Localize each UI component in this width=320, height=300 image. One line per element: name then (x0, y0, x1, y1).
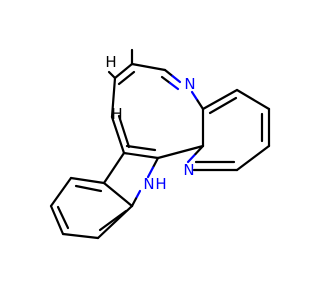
bond-nh-c14-b (130, 197, 138, 208)
atom-n-indole: N (143, 175, 154, 193)
bond-c13-c14 (102, 181, 134, 208)
bond-c6-c11 (156, 144, 205, 160)
bond-c3-c4 (130, 62, 167, 72)
bond-c2-c3 (113, 62, 134, 80)
bond-c1-c12-double (117, 114, 131, 149)
bond-c1-c2 (110, 76, 117, 119)
atom-n-pyridine: N (183, 161, 194, 179)
atom-h-indole: H (155, 175, 166, 193)
bond-c17-c18 (61, 232, 100, 240)
bond-c11-nh-a (151, 156, 160, 169)
atom-h-upper-left: H (111, 105, 122, 123)
bond-c2-h (107, 70, 117, 80)
bond-c2-c3-double (117, 70, 136, 86)
bond-c7-c8 (235, 88, 271, 111)
bond-n1-c5-a (190, 90, 199, 102)
bond-c5-c7 (201, 88, 239, 111)
bond-c11-nh-b (146, 166, 155, 179)
bond-c9-c10 (235, 144, 271, 172)
bond-c4-n1-double-a (160, 75, 172, 85)
bond-n2-c6-a (186, 152, 197, 164)
bond-c16-c17 (49, 204, 65, 236)
bond-c12-c13 (102, 151, 126, 185)
bond-c13-c15-double (74, 184, 103, 193)
bond-c4-n1-double-b (168, 81, 180, 91)
bond-c5-c7-double (208, 96, 238, 115)
bond-c11-c12-double (125, 144, 157, 152)
bond-c16-c17-double (56, 205, 70, 230)
bond-n1-c5-b (196, 99, 205, 111)
bond-c18-c14-double (98, 209, 128, 232)
bond-nh-c14-a (134, 189, 142, 200)
bond-c15-c16 (49, 176, 73, 208)
bond-c11-c12 (122, 151, 160, 160)
atom-h-top: H (105, 53, 116, 71)
bond-c1-c12 (110, 115, 126, 155)
bond-c13-c15 (69, 176, 106, 185)
bond-c4-n1-b (171, 74, 182, 84)
atom-n-imine: N (184, 75, 195, 93)
bond-c4-n1-a (163, 68, 174, 78)
